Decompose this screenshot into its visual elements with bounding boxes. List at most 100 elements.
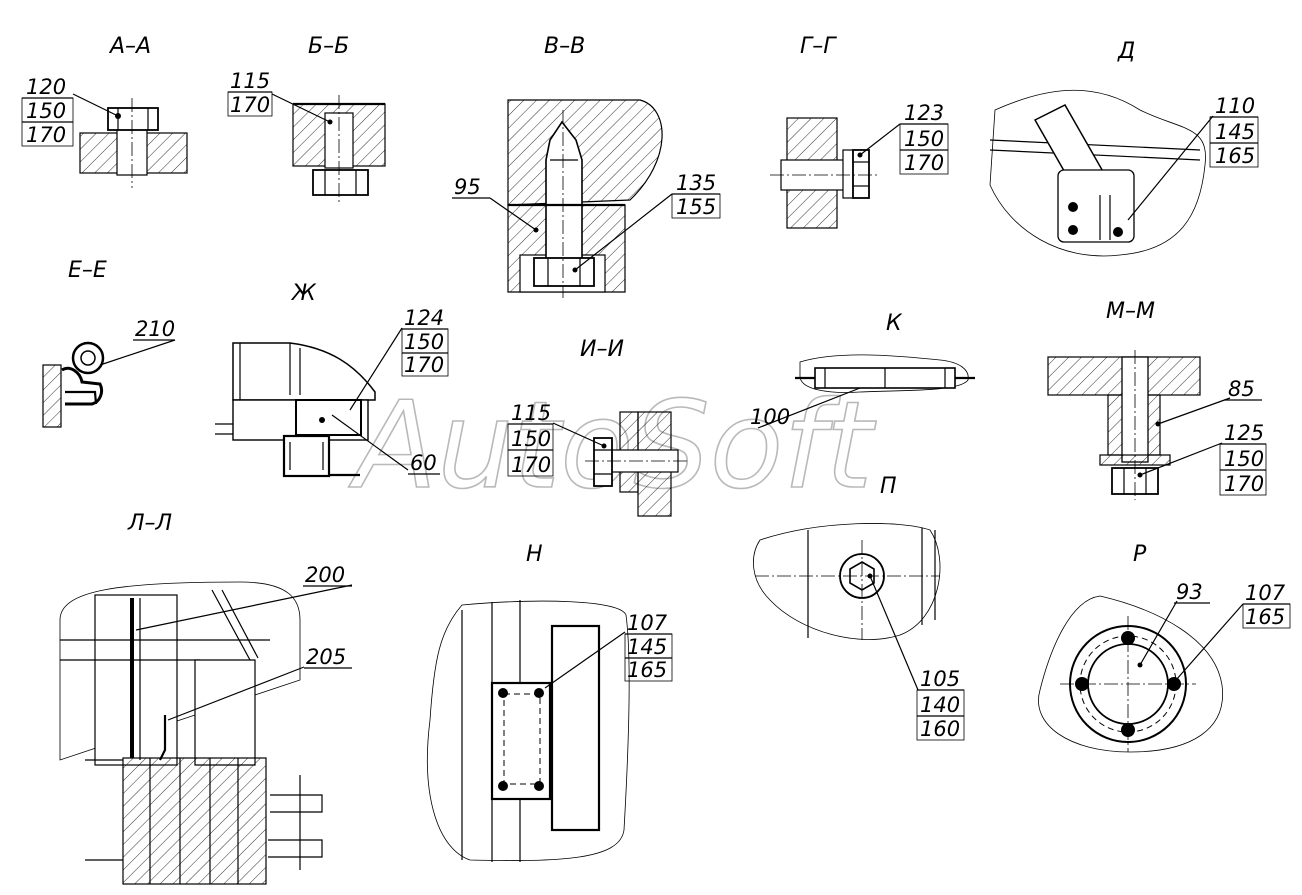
callout-93: 93	[1176, 580, 1203, 604]
leader-line	[72, 93, 119, 117]
callout-85: 85	[1228, 377, 1255, 401]
view-title: П	[880, 474, 897, 499]
leader-line	[1127, 115, 1214, 221]
callout-115: 115	[230, 69, 270, 93]
callout-200: 200	[305, 563, 345, 587]
view-n: Н 107 145 165	[427, 542, 673, 862]
view-title: Г–Г	[800, 34, 837, 59]
leader-line	[1157, 397, 1231, 425]
leader-line	[99, 339, 176, 366]
bolt-head	[107, 107, 159, 131]
callout-60: 60	[410, 451, 437, 475]
view-title: Б–Б	[308, 34, 349, 59]
callout-170: 170	[26, 123, 66, 147]
view-title: Н	[526, 542, 543, 567]
leader-line	[1139, 600, 1178, 666]
callout-123: 123	[904, 101, 944, 125]
view-gg: Г–Г 123 150 170	[770, 34, 949, 229]
leader-line	[1175, 603, 1244, 681]
callout-150: 150	[404, 330, 444, 354]
leader-line	[757, 387, 861, 429]
callout-210: 210	[135, 317, 175, 341]
callout-95: 95	[454, 175, 481, 199]
leader-line	[544, 631, 626, 689]
view-ll: Л–Л 200 205	[59, 511, 353, 885]
detail-outline	[989, 89, 1206, 257]
leader-line	[349, 327, 403, 411]
cab-body	[232, 342, 376, 401]
detail-outline	[427, 600, 630, 861]
view-p: П 105 140 160	[753, 474, 965, 741]
callout-135: 135	[676, 171, 716, 195]
view-aa: А–А 120 150 170	[21, 34, 188, 188]
view-title: М–М	[1106, 299, 1155, 324]
leader-line	[552, 422, 605, 447]
callout-165: 165	[1215, 144, 1255, 168]
detail-outline	[753, 523, 941, 640]
leader-line	[271, 93, 331, 123]
leader-line	[331, 414, 409, 471]
bracket-plate	[1057, 169, 1135, 243]
view-ii: И–И 115 150 170	[507, 337, 690, 517]
callout-170: 170	[904, 151, 944, 175]
view-ee: Е–Е 210	[42, 258, 176, 428]
callout-150: 150	[1224, 447, 1264, 471]
view-mm: М–М 85 125 150 170	[1047, 299, 1267, 500]
detail-outline	[59, 581, 301, 761]
callout-205: 205	[306, 645, 346, 669]
view-title: Л–Л	[127, 511, 172, 536]
mount-box	[295, 399, 362, 436]
housing-section	[507, 99, 663, 206]
door-panel	[94, 594, 178, 766]
callout-107: 107	[1245, 581, 1286, 605]
callout-100: 100	[750, 405, 790, 429]
view-title: И–И	[580, 337, 624, 362]
callout-124: 124	[404, 306, 444, 330]
hinge-leaf	[550, 624, 601, 832]
view-k: К 100	[750, 311, 975, 429]
leader-line	[167, 666, 305, 721]
callout-107: 107	[627, 611, 668, 635]
floor-section	[122, 757, 267, 885]
leader-line	[1139, 442, 1223, 476]
callout-160: 160	[920, 717, 960, 741]
view-title: А–А	[108, 34, 151, 59]
callout-170: 170	[1224, 472, 1264, 496]
view-title: Ж	[290, 281, 317, 306]
callout-145: 145	[1215, 120, 1255, 144]
callout-170: 170	[511, 453, 551, 477]
callout-150: 150	[26, 99, 66, 123]
callout-125: 125	[1224, 421, 1264, 445]
view-title: Р	[1133, 542, 1147, 567]
callout-120: 120	[26, 75, 66, 99]
detail-outline	[799, 354, 969, 393]
callout-140: 140	[920, 693, 960, 717]
leader-line	[574, 193, 673, 271]
callout-165: 165	[1245, 605, 1285, 629]
callout-170: 170	[230, 93, 270, 117]
leader-line	[859, 123, 901, 156]
callout-145: 145	[627, 635, 667, 659]
leader-line	[135, 584, 353, 631]
detail-outline	[1038, 595, 1224, 753]
leader-line	[489, 197, 537, 231]
callout-155: 155	[676, 195, 716, 219]
view-r: Р 93 107 165	[1038, 542, 1291, 753]
stud	[545, 120, 583, 263]
view-bb: Б–Б 115 170	[227, 34, 386, 205]
view-title: Д	[1117, 39, 1135, 64]
leader-line	[869, 575, 919, 691]
view-title: К	[886, 311, 903, 336]
callout-110: 110	[1215, 94, 1255, 118]
callout-165: 165	[627, 658, 667, 682]
callout-115: 115	[511, 401, 551, 425]
lower-bracket	[282, 434, 331, 478]
callout-105: 105	[920, 667, 960, 691]
callout-150: 150	[511, 427, 551, 451]
panel-section	[42, 364, 62, 428]
view-vv: В–В 95 135 155	[452, 34, 721, 298]
view-zh: Ж 124 150 170 60	[215, 281, 449, 478]
view-title: В–В	[544, 34, 585, 59]
nut	[312, 169, 369, 196]
